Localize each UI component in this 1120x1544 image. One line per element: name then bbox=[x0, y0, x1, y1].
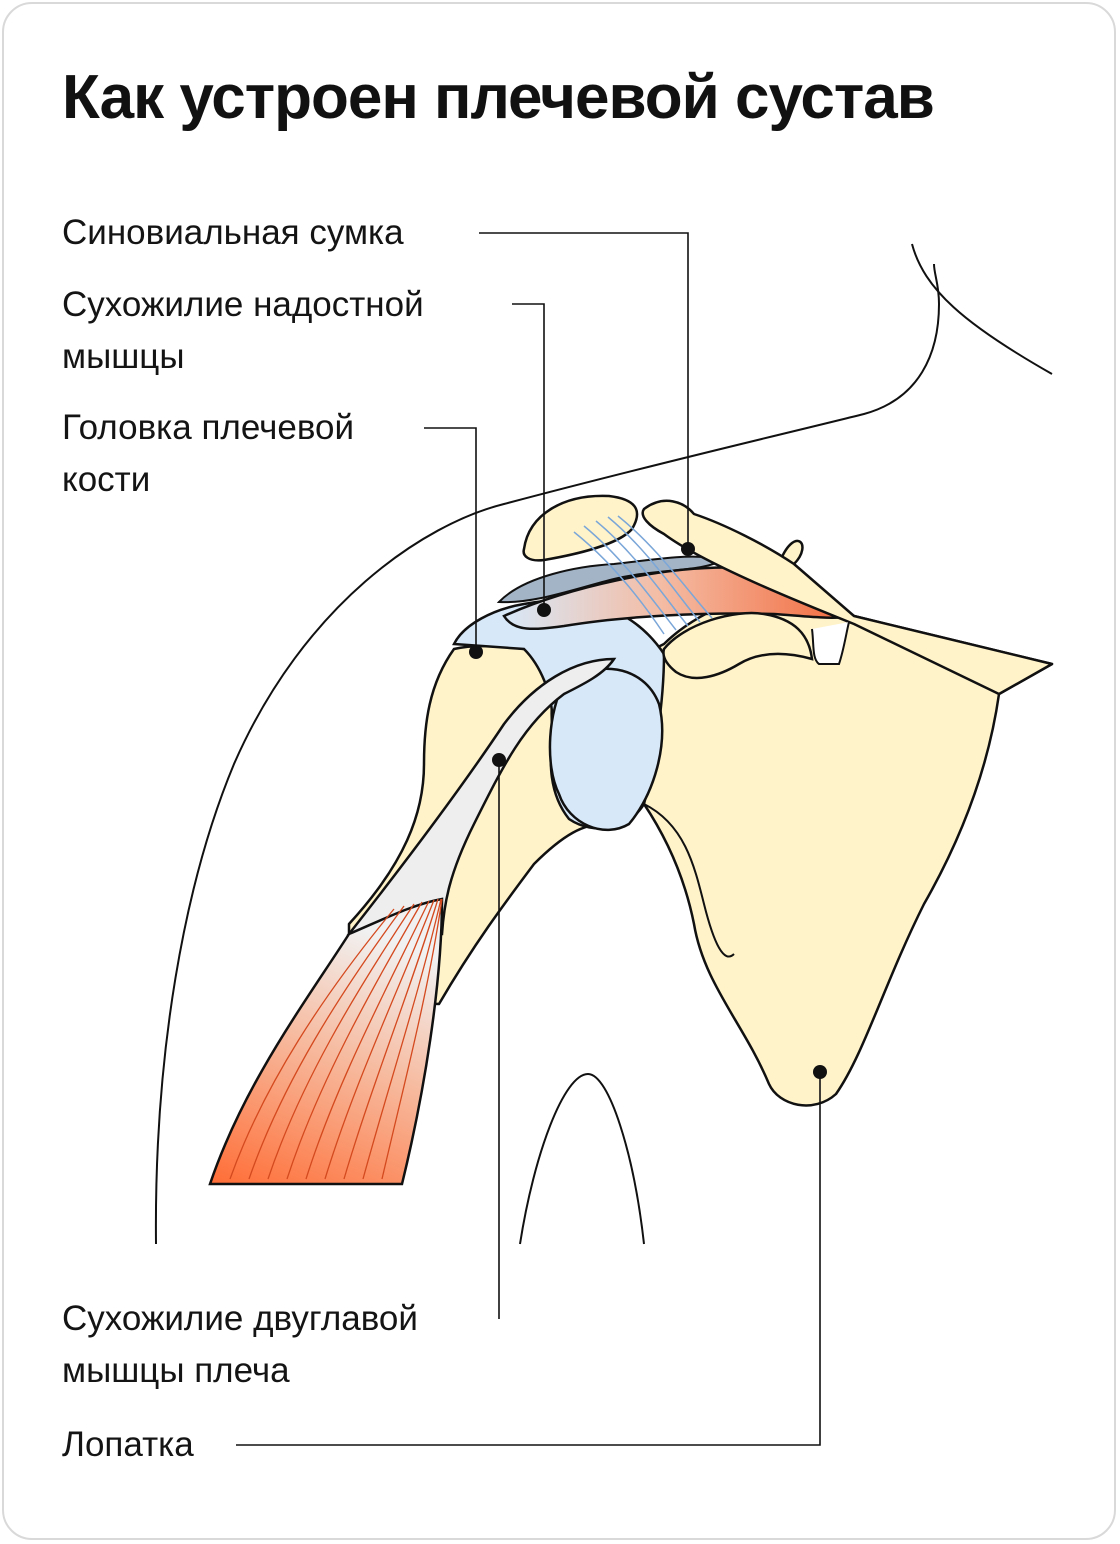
shoulder-illustration bbox=[154, 232, 1054, 1446]
body-outline bbox=[154, 263, 941, 1245]
ligament-fibers bbox=[573, 515, 713, 635]
scapula-contour bbox=[643, 803, 735, 958]
label-scapula: Лопатка bbox=[62, 1419, 194, 1471]
label-supraspinatus-tendon: Сухожилие надостной мышцы bbox=[62, 279, 424, 383]
muscle-fibers bbox=[229, 898, 443, 1180]
label-bursa-line1: Синовиальная сумка bbox=[62, 213, 404, 252]
label-supraspinatus-line2: мышцы bbox=[62, 337, 185, 376]
marker-dots bbox=[469, 542, 827, 1079]
torso-arch bbox=[519, 1072, 645, 1245]
label-humeral-head-line2: кости bbox=[62, 460, 151, 499]
glenoid-fossa bbox=[548, 667, 664, 832]
biceps-tendon bbox=[346, 657, 617, 936]
label-biceps-tendon: Сухожилие двуглавой мышцы плеча bbox=[62, 1293, 418, 1397]
coracoid-shape bbox=[662, 611, 814, 680]
coracoid-hole bbox=[811, 621, 850, 665]
label-scapula-line1: Лопатка bbox=[62, 1425, 194, 1464]
label-biceps-line1: Сухожилие двуглавой bbox=[62, 1299, 418, 1338]
label-bursa: Синовиальная сумка bbox=[62, 207, 404, 259]
neck-outline bbox=[911, 243, 1053, 375]
scapula-shape bbox=[542, 539, 1054, 1107]
label-humeral-head-line1: Головка плечевой bbox=[62, 408, 355, 447]
label-supraspinatus-line1: Сухожилие надостной bbox=[62, 285, 424, 324]
clavicle-shape bbox=[641, 499, 1054, 696]
label-humeral-head: Головка плечевой кости bbox=[62, 402, 355, 506]
leader-lines bbox=[236, 232, 821, 1446]
page-title: Как устроен плечевой сустав bbox=[62, 63, 935, 132]
label-biceps-line2: мышцы плеча bbox=[62, 1351, 290, 1390]
